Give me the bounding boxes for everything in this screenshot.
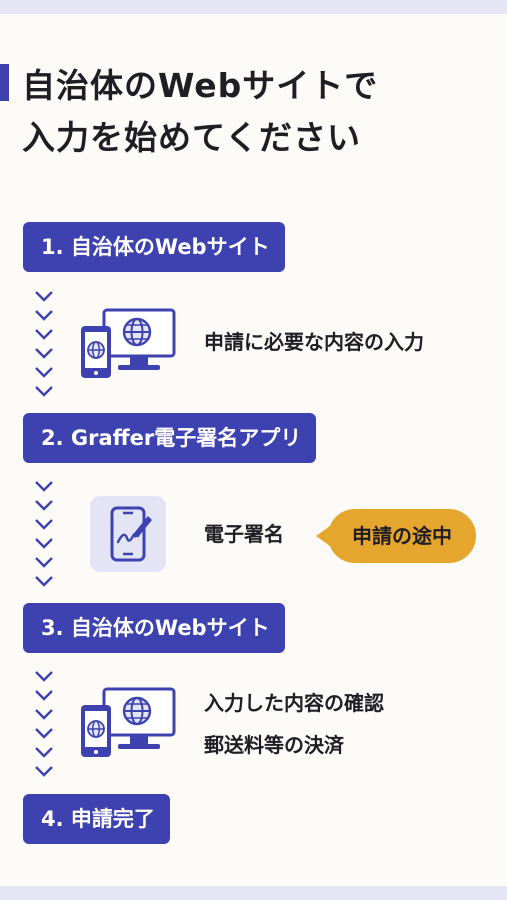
page-title: 自治体のWebサイトで 入力を始めてください (22, 60, 492, 164)
status-badge-label: 申請の途中 (328, 509, 476, 563)
chevron-down-icon (35, 481, 53, 492)
step-1-label: 1. 自治体のWebサイト (23, 222, 285, 272)
desktop-phone-globe-icon (81, 687, 176, 757)
chevron-down-icon (35, 576, 53, 587)
chevron-down-icon (35, 291, 53, 302)
step-4-label: 4. 申請完了 (23, 794, 170, 844)
chevron-down-icon (35, 386, 53, 397)
status-badge: 申請の途中 (316, 509, 476, 563)
step-2-chevrons (33, 478, 55, 592)
step-3-chevrons (33, 668, 55, 782)
chevron-down-icon (35, 500, 53, 511)
chevron-down-icon (35, 728, 53, 739)
step-2-label: 2. Graffer電子署名アプリ (23, 413, 317, 463)
chevron-down-icon (35, 766, 53, 777)
chevron-down-icon (35, 709, 53, 720)
chevron-down-icon (35, 538, 53, 549)
phone-signature-tile (90, 496, 166, 572)
chevron-down-icon (35, 747, 53, 758)
step-3-description-1: 入力した内容の確認 (204, 691, 384, 715)
chevron-down-icon (35, 557, 53, 568)
step-1-description: 申請に必要な内容の入力 (204, 330, 424, 354)
chevron-down-icon (35, 310, 53, 321)
chevron-down-icon (35, 348, 53, 359)
step-3-label: 3. 自治体のWebサイト (23, 603, 285, 653)
page-title-line-2: 入力を始めてください (22, 118, 362, 157)
chevron-down-icon (35, 690, 53, 701)
chevron-down-icon (35, 329, 53, 340)
step-1-chevrons (33, 288, 55, 402)
chevron-down-icon (35, 671, 53, 682)
page-title-line-1: 自治体のWebサイトで (22, 66, 379, 105)
chevron-down-icon (35, 367, 53, 378)
phone-signature-icon (110, 506, 152, 562)
desktop-phone-globe-icon (81, 308, 176, 378)
badge-pointer (316, 526, 330, 546)
step-2-description: 電子署名 (204, 522, 284, 546)
chevron-down-icon (35, 519, 53, 530)
step-3-description-2: 郵送料等の決済 (204, 733, 344, 757)
title-accent-bar (0, 64, 9, 101)
